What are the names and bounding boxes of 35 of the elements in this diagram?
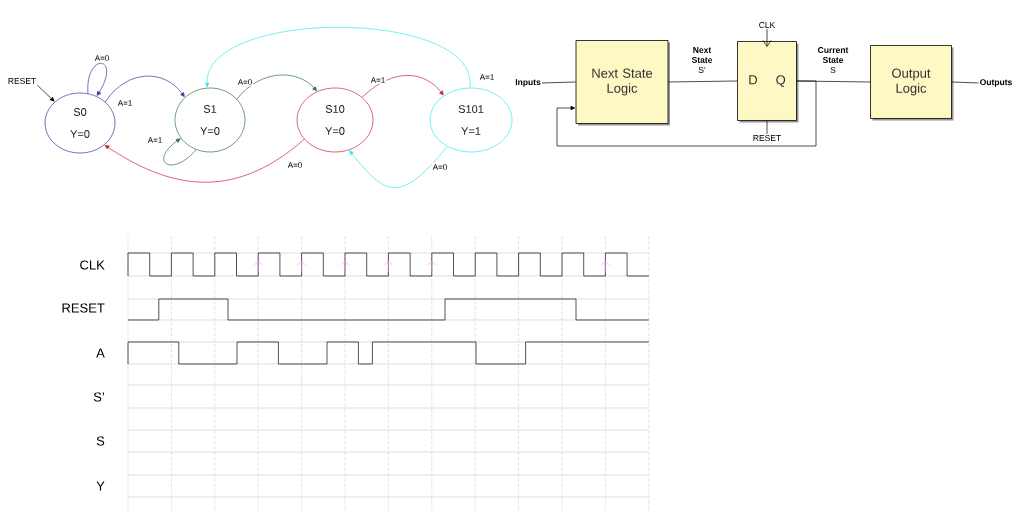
signal-label: Inputs xyxy=(515,79,541,87)
arrow xyxy=(556,80,817,147)
edge-label: Current State S xyxy=(812,46,854,74)
signal-label: RESET xyxy=(8,78,36,84)
flip-flop-box: D Q xyxy=(737,41,799,123)
arrow xyxy=(104,75,185,103)
arrow xyxy=(361,75,444,98)
arrow xyxy=(37,84,55,102)
signal-label: CLK xyxy=(759,22,776,28)
logic-box: Next State Logic xyxy=(575,40,670,126)
signal-name: S xyxy=(96,436,105,446)
signal-name: Y xyxy=(96,481,105,491)
edge-label: A=1 xyxy=(478,73,496,81)
edge-label: A=0 xyxy=(236,78,254,86)
arrow xyxy=(349,146,448,188)
signal-name: A xyxy=(96,348,105,358)
edge-label: A=0 xyxy=(93,54,111,62)
edge-label: A=1 xyxy=(116,99,134,107)
arrow xyxy=(163,138,197,166)
edge-label: A=0 xyxy=(431,163,449,171)
arrow xyxy=(87,62,107,96)
signal-name: RESET xyxy=(62,303,105,313)
signal-label: RESET xyxy=(753,135,781,141)
signal-name: S’ xyxy=(93,392,104,402)
arrow xyxy=(762,28,772,47)
edge-label: Next State S’ xyxy=(687,46,717,74)
signal-label: Outputs xyxy=(980,79,1012,87)
edge-label: A=0 xyxy=(286,161,304,169)
arrow xyxy=(236,74,317,100)
edge-label: A=1 xyxy=(369,76,387,84)
arrow xyxy=(104,138,305,183)
logic-box: Output Logic xyxy=(870,45,954,121)
signal-name: CLK xyxy=(80,260,105,270)
arrow xyxy=(204,26,471,88)
edge-label: A=1 xyxy=(146,136,164,144)
